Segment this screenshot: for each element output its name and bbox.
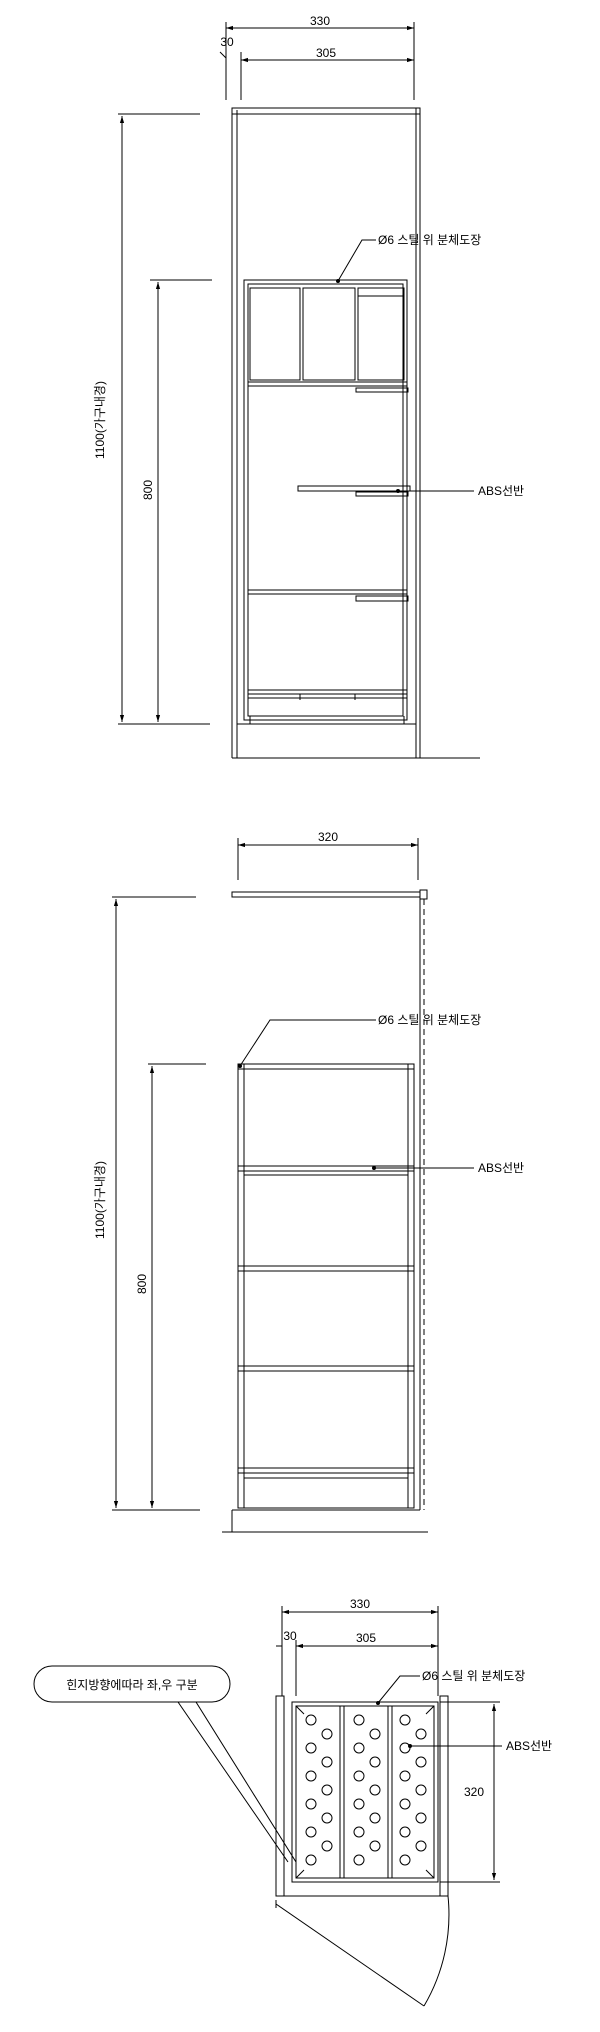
side-callout-shelf: ABS선반 xyxy=(478,1161,524,1175)
plan-dim-total-width: 330 xyxy=(350,1597,370,1611)
plan-shelf-holes xyxy=(305,1714,427,1866)
side-dim-unit-height: 800 xyxy=(135,1274,149,1294)
plan-callout-shelf: ABS선반 xyxy=(506,1739,552,1753)
front-view-labels: 330 30 305 1100(가구내경) 800 Ø6 스틸 위 분체도장 A… xyxy=(93,14,524,500)
plan-callout-steel-leader xyxy=(377,1675,420,1704)
plan-dim-inner-width: 305 xyxy=(356,1631,376,1645)
front-view xyxy=(118,22,480,759)
side-callout-steel-leader xyxy=(239,1019,376,1067)
side-callout-steel: Ø6 스틸 위 분체도장 xyxy=(378,1013,481,1027)
front-dim-top xyxy=(219,22,415,100)
front-basket-frame xyxy=(243,279,408,721)
front-callout-steel: Ø6 스틸 위 분체도장 xyxy=(378,233,481,247)
front-callout-shelf: ABS선반 xyxy=(478,484,524,498)
side-view-labels: 320 1100(가구내경) 800 Ø6 스틸 위 분체도장 ABS선반 xyxy=(93,830,524,1294)
side-dim-total-height: 1100(가구내경) xyxy=(93,1161,107,1239)
front-dim-inner-width: 305 xyxy=(316,46,336,60)
plan-basket-frame xyxy=(291,1701,439,1883)
plan-view xyxy=(33,1606,502,2007)
plan-dim-side-gap: 30 xyxy=(283,1629,297,1643)
front-dim-side-gap: 30 xyxy=(220,35,234,49)
plan-hinge-note: 힌지방향에따라 좌,우 구분 xyxy=(66,1678,197,1692)
side-dim-depth: 320 xyxy=(318,830,338,844)
front-callout-steel-leader xyxy=(337,239,376,282)
side-view xyxy=(112,838,474,1533)
front-dim-total-height: 1100(가구내경) xyxy=(93,381,107,459)
front-dim-total-width: 330 xyxy=(310,14,330,28)
plan-callout-steel: Ø6 스틸 위 분체도장 xyxy=(422,1669,525,1683)
plan-dim-depth: 320 xyxy=(464,1785,484,1799)
plan-view-labels: 330 30 305 320 Ø6 스틸 위 분체도장 ABS선반 힌지방향에따… xyxy=(66,1597,552,1799)
side-frame xyxy=(237,1063,415,1509)
plan-hinge-note-box xyxy=(33,1665,231,1703)
front-dim-unit-height: 800 xyxy=(141,480,155,500)
